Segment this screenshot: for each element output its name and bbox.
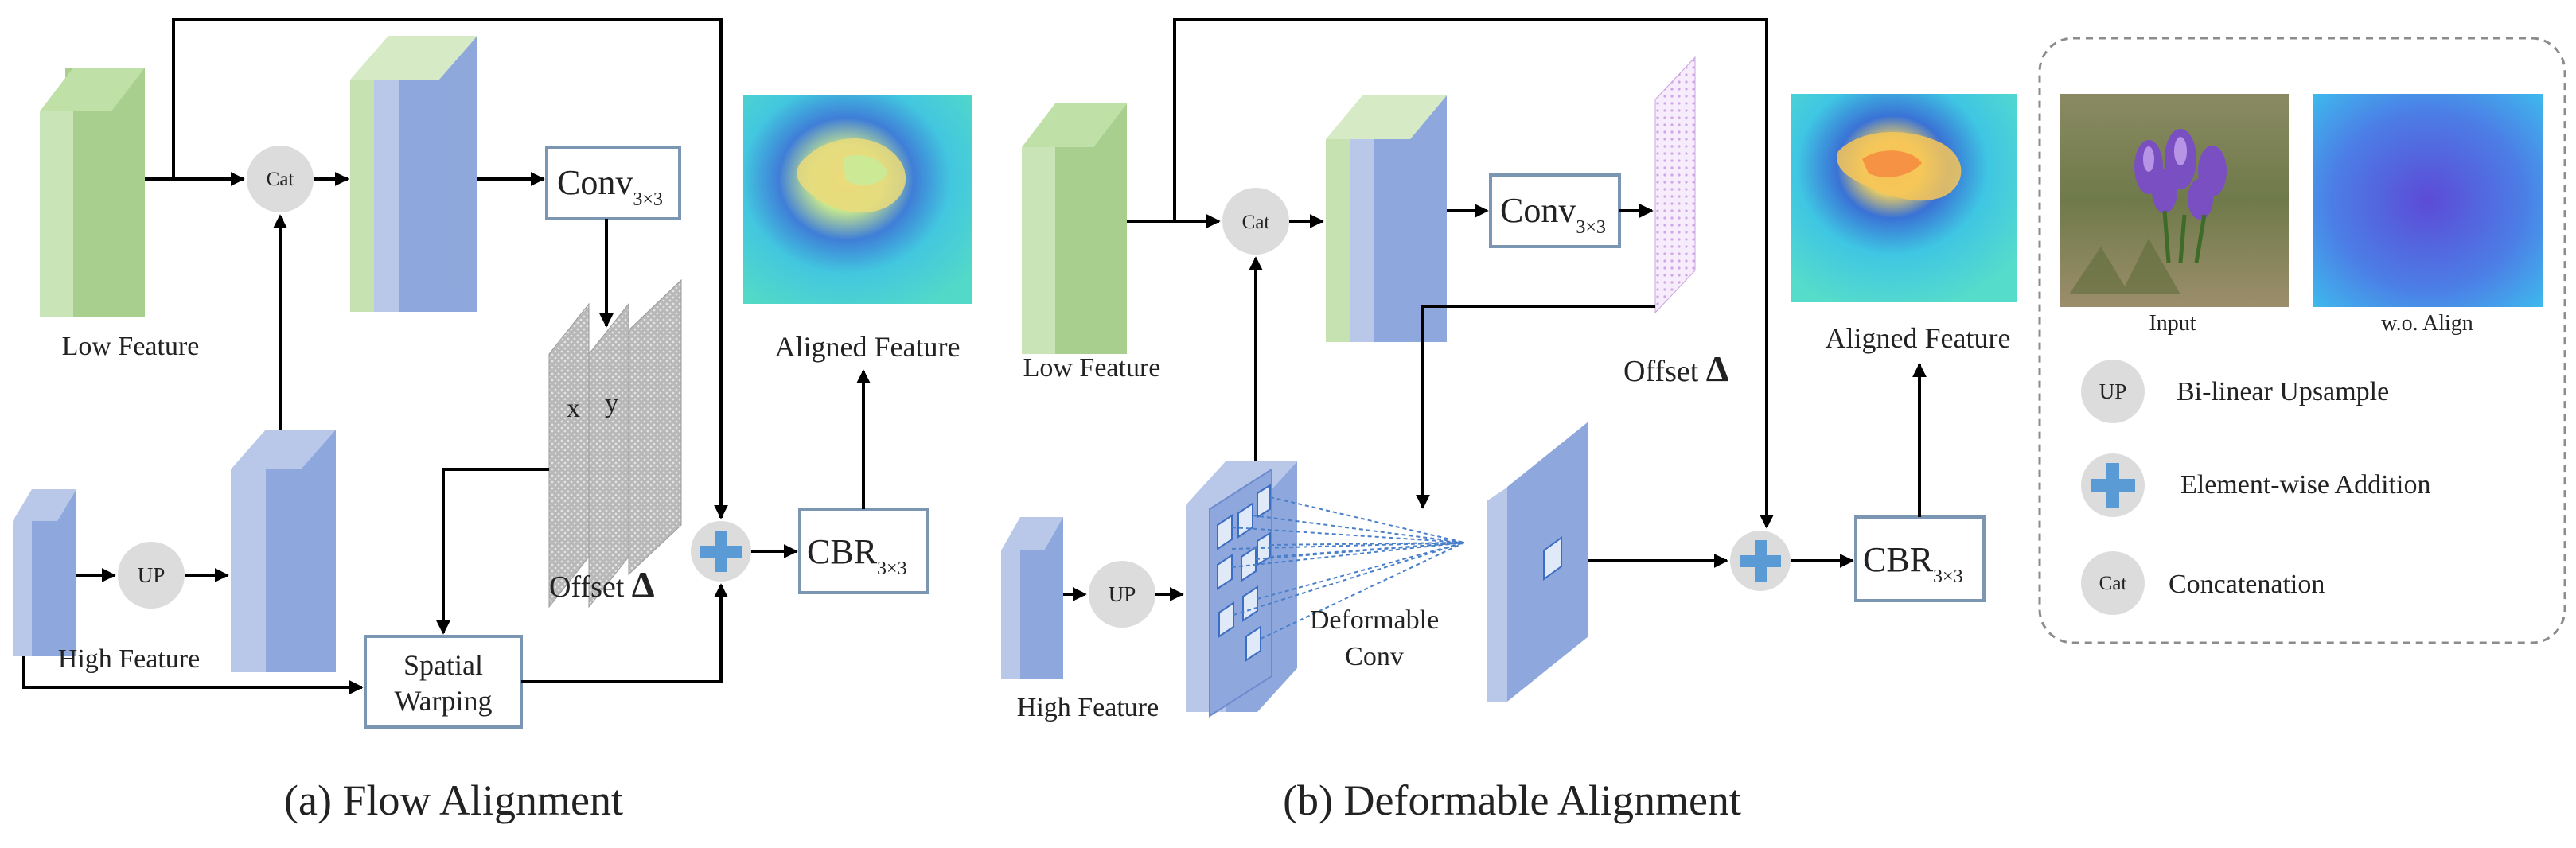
cat-label: Cat xyxy=(267,169,294,190)
legend-cat-symbol-label: Cat xyxy=(2099,573,2127,594)
concat-feature-block-b xyxy=(1326,95,1447,342)
input-label: Input xyxy=(2149,311,2196,336)
wo-align-label: w.o. Align xyxy=(2381,311,2473,336)
add-node xyxy=(691,521,751,582)
deformable-label-2: Conv xyxy=(1345,642,1404,671)
spatial-warping-label-1: Spatial xyxy=(403,649,483,681)
offset-label-b: Offset Δ xyxy=(1623,348,1729,389)
aligned-feature-heatmap xyxy=(743,95,972,304)
wo-align-heatmap xyxy=(2313,94,2543,307)
deformable-output-block xyxy=(1487,422,1588,702)
legend: Input w.o. Align UP Bi-linear Upsample E… xyxy=(2038,37,2566,644)
offset-map-b xyxy=(1654,56,1696,314)
deformable-sampling-lines xyxy=(1231,496,1465,640)
up-node-b xyxy=(1089,561,1155,628)
high-feature-block xyxy=(13,489,76,656)
panel-a-connectors xyxy=(22,18,871,694)
low-feature-block xyxy=(40,68,145,317)
upsampled-feature-block-b xyxy=(1186,461,1297,718)
legend-add-symbol xyxy=(2081,453,2145,517)
up-label-b: UP xyxy=(1109,582,1136,606)
high-feature-label: High Feature xyxy=(58,644,200,674)
up-label: UP xyxy=(138,563,166,587)
panel-a: Low Feature Cat Conv3×3 x y Offset Δ xyxy=(13,18,972,824)
caption-b: (b) Deformable Alignment xyxy=(1283,776,1741,824)
high-feature-label-b: High Feature xyxy=(1017,693,1159,722)
cbr-box xyxy=(798,508,929,594)
concat-feature-block xyxy=(350,36,477,312)
panel-b: Low Feature Cat Conv3×3 Offset Δ High Fe… xyxy=(1001,18,2017,824)
flow-x-label: x xyxy=(567,394,580,423)
cbr-box-b xyxy=(1854,515,1986,602)
upsampled-feature-block xyxy=(231,430,336,672)
low-feature-label-b: Low Feature xyxy=(1023,353,1161,383)
flow-field xyxy=(548,278,682,609)
add-node-b xyxy=(1730,531,1791,591)
legend-add-text: Element-wise Addition xyxy=(2180,470,2430,500)
input-photo xyxy=(2060,94,2289,307)
low-feature-block-b xyxy=(1022,103,1127,354)
aligned-feature-label-b: Aligned Feature xyxy=(1826,322,2011,354)
legend-cat-text: Concatenation xyxy=(2169,570,2325,599)
spatial-warping-label-2: Warping xyxy=(394,685,492,717)
aligned-feature-heatmap-b xyxy=(1791,94,2017,302)
cbr-label-b: CBR3×3 xyxy=(1863,540,1963,587)
cat-node-b xyxy=(1222,188,1289,255)
high-feature-block-b xyxy=(1001,517,1063,679)
up-node xyxy=(118,542,185,609)
legend-up-symbol xyxy=(2081,360,2145,423)
conv-label-b: Conv3×3 xyxy=(1500,191,1606,238)
flow-y-label: y xyxy=(605,389,618,418)
cat-label-b: Cat xyxy=(1242,212,1270,233)
deformable-label-1: Deformable xyxy=(1310,605,1439,635)
legend-up-symbol-label: UP xyxy=(2099,379,2127,403)
legend-frame xyxy=(2038,37,2566,644)
conv-label: Conv3×3 xyxy=(557,163,663,210)
aligned-feature-label: Aligned Feature xyxy=(775,331,961,363)
offset-label: Offset Δ xyxy=(549,564,655,605)
caption-a: (a) Flow Alignment xyxy=(284,776,623,824)
legend-cat-symbol xyxy=(2081,551,2145,615)
legend-up-text: Bi-linear Upsample xyxy=(2177,377,2389,406)
low-feature-label: Low Feature xyxy=(62,332,200,361)
conv-box xyxy=(545,146,681,220)
panel-b-connectors xyxy=(1063,18,1927,601)
cbr-label: CBR3×3 xyxy=(807,532,907,579)
cat-node xyxy=(247,146,314,212)
